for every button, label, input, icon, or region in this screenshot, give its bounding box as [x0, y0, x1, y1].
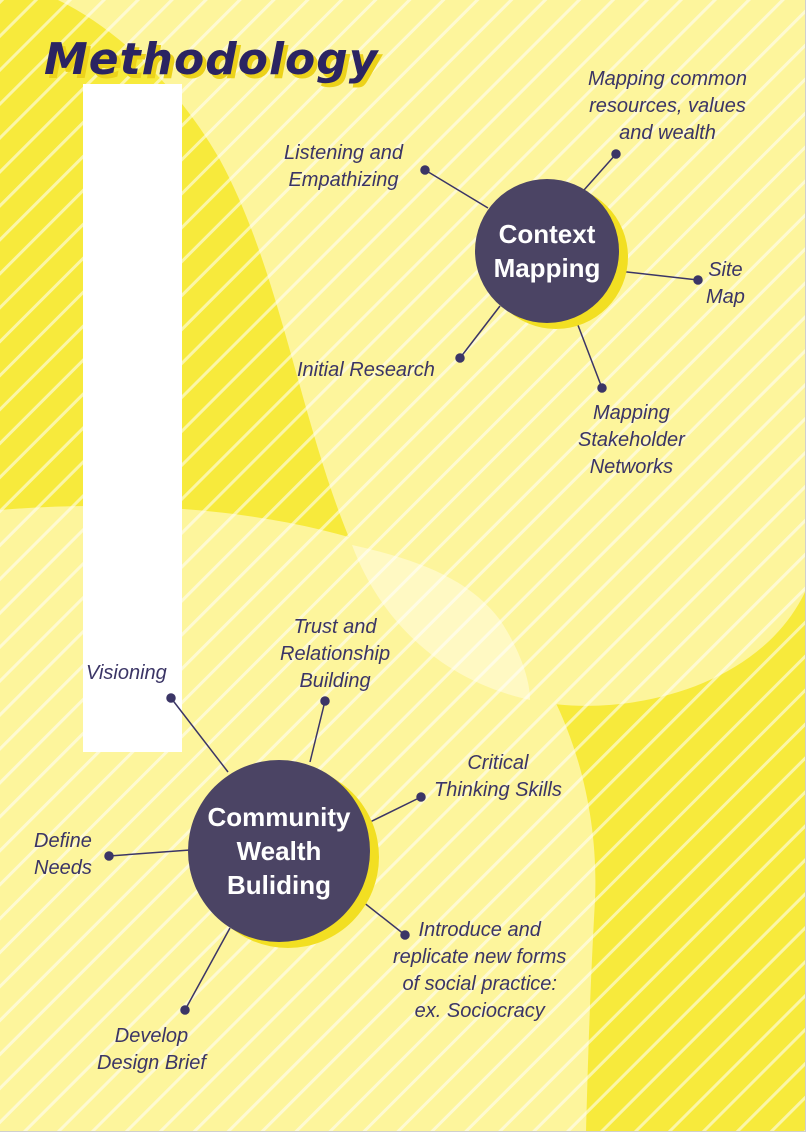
- node-visioning: Visioning: [86, 662, 167, 684]
- node-define-needs: Define Needs: [34, 830, 92, 879]
- node-develop-design-brief: Develop Design Brief: [97, 1025, 206, 1074]
- community-wealth-building-hub: Community Wealth Buliding: [188, 760, 370, 942]
- page-title: Methodology: [44, 34, 379, 85]
- node-critical-thinking-skills: Critical Thinking Skills: [434, 752, 562, 801]
- context-mapping-hub: Context Mapping: [475, 179, 619, 323]
- node-introduce-social-practice: Introduce and replicate new forms of soc…: [393, 919, 567, 1022]
- node-initial-research: Initial Research: [297, 359, 435, 381]
- node-listening-empathizing: Listening and Empathizing: [284, 142, 403, 191]
- white-bar: [83, 84, 182, 752]
- node-mapping-stakeholder-networks: Mapping Stakeholder Networks: [578, 402, 685, 478]
- node-site-map: Site Map: [706, 259, 745, 308]
- node-trust-relationship-building: Trust and Relationship Building: [280, 616, 391, 692]
- node-mapping-common-resources: Mapping common resources, values and wea…: [588, 68, 747, 144]
